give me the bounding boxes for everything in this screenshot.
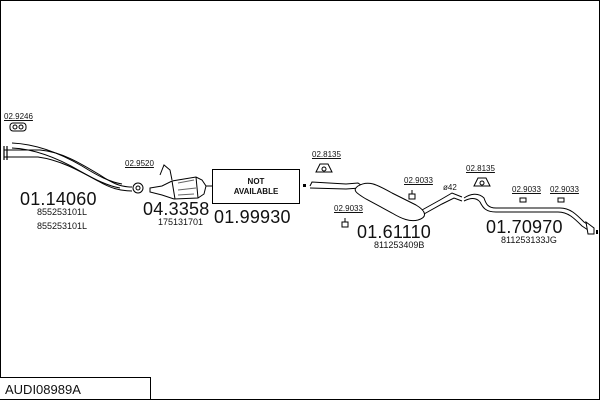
not-available-label: NOT AVAILABLE: [233, 177, 279, 196]
diagram-code-box: AUDI08989A: [0, 377, 151, 399]
middle-silencer[interactable]: [309, 181, 463, 222]
catalytic-converter-icon[interactable]: [149, 176, 212, 200]
front-pipe[interactable]: [3, 142, 133, 192]
connector-dot: [303, 184, 306, 187]
fitting-code-clamp-2: 02.9033: [334, 204, 363, 213]
pipe-clamp-icon[interactable]: [341, 218, 349, 228]
rubber-mount-icon[interactable]: [473, 177, 491, 187]
fitting-code-clamp-1: 02.9033: [404, 176, 433, 185]
fitting-code-cat-gasket: 02.9520: [125, 159, 154, 168]
oem-number-front-pipe-1: 855253101L: [37, 207, 88, 217]
pipe-clamp-icon[interactable]: [557, 197, 565, 203]
rubber-mount-icon[interactable]: [315, 163, 333, 173]
part-number-catalyst[interactable]: 04.3358: [143, 199, 210, 219]
part-number-center-pipe[interactable]: 01.99930: [214, 207, 291, 227]
fitting-code-clamp-3: 02.9033: [512, 185, 541, 194]
oem-number-rear-silencer: 811253133JG: [501, 235, 557, 245]
part-number-front-pipe[interactable]: 01.14060: [20, 189, 97, 209]
pipe-clamp-icon[interactable]: [519, 197, 527, 203]
oem-number-front-pipe-2: 855253101L: [37, 221, 88, 231]
part-number-middle-silencer[interactable]: 01.61110: [357, 222, 432, 242]
diagram-code: AUDI08989A: [5, 382, 81, 397]
fitting-code-mount-1: 02.8135: [312, 150, 341, 159]
part-number-rear-silencer[interactable]: 01.70970: [486, 217, 563, 237]
tailpipe-tip: [596, 230, 598, 234]
oem-number-catalyst: 175131701: [158, 217, 204, 227]
fitting-code-mount-2: 02.8135: [466, 164, 495, 173]
oem-number-middle-silencer: 811253409B: [374, 240, 425, 250]
flange-gasket-icon[interactable]: [9, 122, 27, 132]
gasket-icon[interactable]: [132, 182, 144, 194]
rear-silencer[interactable]: [463, 193, 595, 235]
not-available-box: NOT AVAILABLE: [212, 169, 300, 204]
fitting-code-front-flange: 02.9246: [4, 112, 33, 121]
pipe-clamp-icon[interactable]: [408, 190, 416, 200]
fitting-code-clamp-4: 02.9033: [550, 185, 579, 194]
sensor-bracket: [159, 164, 173, 181]
pipe-diameter-label: ø42: [443, 183, 457, 192]
